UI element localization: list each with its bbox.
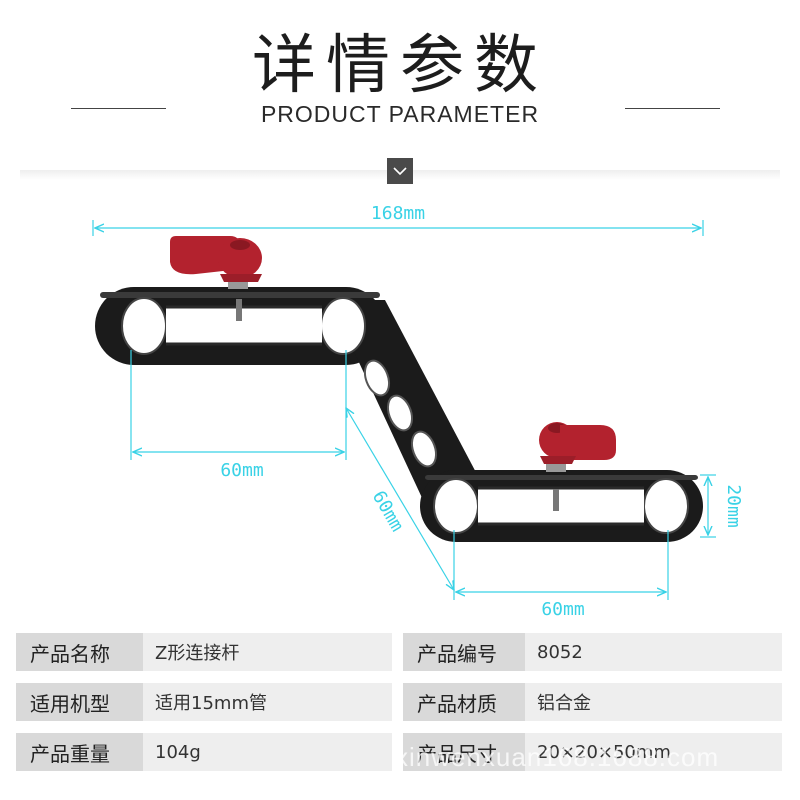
spec-row: 产品名称 Z形连接杆 产品编号 8052 (16, 633, 782, 671)
spec-value: 20×20×50mm (525, 733, 782, 771)
dim-label-diagonal: 60mm (368, 487, 408, 535)
chevron-down-icon (393, 167, 407, 176)
dimension-height: 20mm (700, 474, 744, 538)
spec-label: 产品重量 (16, 733, 143, 771)
product-diagram: 168mm 60mm 60mm 60mm 20mm (92, 203, 744, 620)
dim-label-total: 168mm (371, 203, 425, 224)
locking-knob-left (170, 236, 262, 321)
spec-value: 铝合金 (525, 683, 782, 721)
dimension-168: 168mm (92, 203, 704, 236)
page-title: 详情参数 (252, 29, 548, 103)
dimension-right-span: 60mm (453, 530, 669, 620)
spec-label: 产品尺寸 (403, 733, 525, 771)
spec-label: 产品材质 (403, 683, 525, 721)
spec-value: 适用15mm管 (143, 683, 392, 721)
page-subtitle: PRODUCT PARAMETER (260, 101, 540, 127)
spec-label: 适用机型 (16, 683, 143, 721)
spec-row: 产品重量 104g 产品尺寸 20×20×50mm (16, 733, 782, 771)
spec-value: Z形连接杆 (143, 633, 392, 671)
divider-left (71, 108, 166, 109)
watermark: xinwenxuan168.1688.com (395, 742, 720, 772)
spec-row: 适用机型 适用15mm管 产品材质 铝合金 (16, 683, 782, 721)
locking-knob-right (539, 422, 616, 511)
divider-right (625, 108, 720, 109)
dim-label-height: 20mm (723, 484, 744, 527)
dimension-left-span: 60mm (130, 350, 347, 481)
spec-value: 8052 (525, 633, 782, 671)
dim-label-right: 60mm (541, 599, 584, 620)
spec-value: 104g (143, 733, 392, 771)
spec-label: 产品编号 (403, 633, 525, 671)
dim-label-left: 60mm (220, 460, 263, 481)
z-rod-connector (95, 287, 703, 542)
scroll-down-button[interactable] (387, 158, 413, 184)
spec-label: 产品名称 (16, 633, 143, 671)
spec-table: 产品名称 Z形连接杆 产品编号 8052 适用机型 适用15mm管 产品材质 铝… (16, 633, 782, 783)
